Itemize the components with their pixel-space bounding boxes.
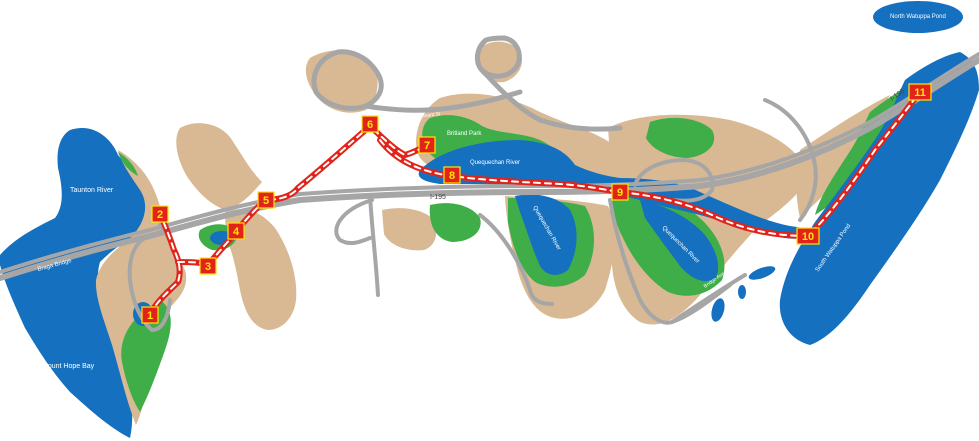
stop-marker-2[interactable]: 2: [151, 205, 169, 223]
stop-markers: 1 2 3 4 5 6 7 8: [141, 83, 932, 324]
stop-marker-9[interactable]: 9: [611, 183, 629, 201]
stop-number: 8: [449, 170, 455, 182]
stop-number: 6: [367, 119, 373, 131]
stop-marker-3[interactable]: 3: [199, 257, 217, 275]
stop-number: 9: [617, 187, 623, 199]
mount-hope-bay-water: [0, 128, 154, 438]
stop-marker-1[interactable]: 1: [141, 306, 159, 324]
stop-number: 2: [157, 209, 163, 221]
pleasant-st-label: Pleasant St: [415, 111, 442, 120]
north-watuppa-pond-label: North Watuppa Pond: [890, 14, 946, 20]
stop-number: 4: [233, 226, 240, 238]
south-watuppa-pond-water: [779, 52, 979, 345]
i195-center-label: I-195: [430, 194, 446, 201]
stop-number: 7: [424, 140, 430, 152]
stop-marker-11[interactable]: 11: [908, 83, 932, 101]
quequechan-river-main-label: Quequechan River: [470, 160, 520, 166]
roads: [0, 35, 979, 332]
stop-number: 10: [802, 231, 814, 243]
taunton-river-label: Taunton River: [70, 187, 114, 194]
stop-number: 3: [205, 261, 211, 273]
stop-marker-7[interactable]: 7: [418, 136, 436, 154]
mount-hope-bay-label: Mount Hope Bay: [42, 363, 95, 370]
stop-number: 1: [147, 310, 153, 322]
stop-marker-8[interactable]: 8: [443, 166, 461, 184]
stop-marker-4[interactable]: 4: [227, 222, 245, 240]
stop-marker-10[interactable]: 10: [796, 227, 820, 245]
britland-park-label: Britland Park: [447, 131, 482, 137]
stop-number: 11: [914, 87, 926, 99]
stop-marker-5[interactable]: 5: [257, 191, 275, 209]
stop-marker-6[interactable]: 6: [361, 115, 379, 133]
north-watuppa-pond-water: [873, 1, 963, 33]
stop-number: 5: [263, 195, 269, 207]
